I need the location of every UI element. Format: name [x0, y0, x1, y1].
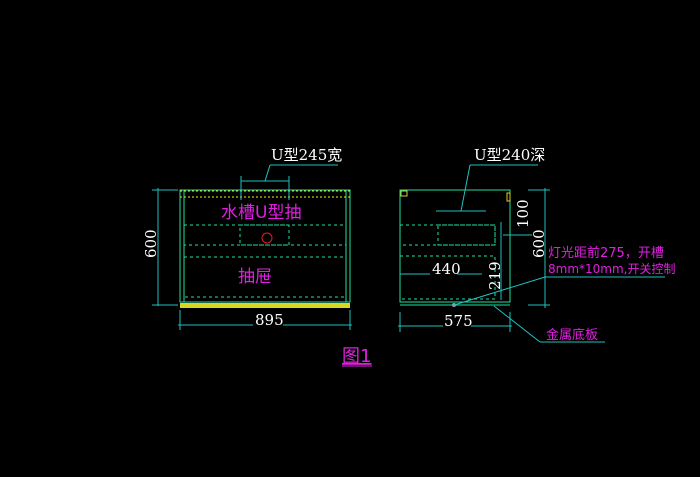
- dim-mask: [443, 313, 471, 327]
- side-sink-hidden: [399, 224, 496, 246]
- dim-440: 440: [432, 260, 461, 278]
- u-depth-label: U型240深: [474, 146, 545, 164]
- side-view: U型240深 100 219 440 600 575 灯光距前275，开槽 8m…: [398, 146, 675, 343]
- dim-mask: [253, 312, 283, 326]
- side-width-dim: 575: [444, 312, 473, 330]
- dim-219: 219: [486, 261, 504, 290]
- front-cabinet-outline: [179, 189, 351, 303]
- side-u-hidden: [437, 224, 496, 246]
- bracket: [400, 190, 408, 197]
- leader: [493, 305, 541, 343]
- front-width-dim: 895: [255, 311, 284, 329]
- sink-label: 水槽U型抽: [221, 203, 301, 223]
- front-view: 水槽U型抽 抽屉 U型245宽 600 895: [142, 146, 352, 330]
- dim-100: 100: [514, 199, 532, 228]
- figure-label: 图1: [342, 346, 371, 367]
- drain-circle: [261, 232, 273, 244]
- bracket: [506, 192, 511, 202]
- front-height-dim: 600: [142, 229, 160, 258]
- side-height-dim: 600: [530, 229, 548, 258]
- light-note-2: 8mm*10mm,开关控制: [548, 262, 675, 276]
- leader: [264, 164, 271, 182]
- leader: [453, 276, 546, 306]
- side-cabinet-outline: [399, 189, 511, 303]
- u-width-label: U型245宽: [271, 146, 342, 164]
- base-label: 金属底板: [546, 327, 598, 343]
- side-drawer-hidden: [399, 255, 496, 300]
- dim-mask: [430, 263, 457, 277]
- u-channel-hidden: [239, 224, 290, 246]
- drawer-hidden: [183, 256, 347, 298]
- drawer-label: 抽屉: [238, 267, 272, 287]
- base-hatch: [180, 303, 350, 308]
- light-note-1: 灯光距前275，开槽: [548, 245, 664, 261]
- sink-drawer-hidden: [183, 224, 347, 246]
- leader: [460, 164, 471, 212]
